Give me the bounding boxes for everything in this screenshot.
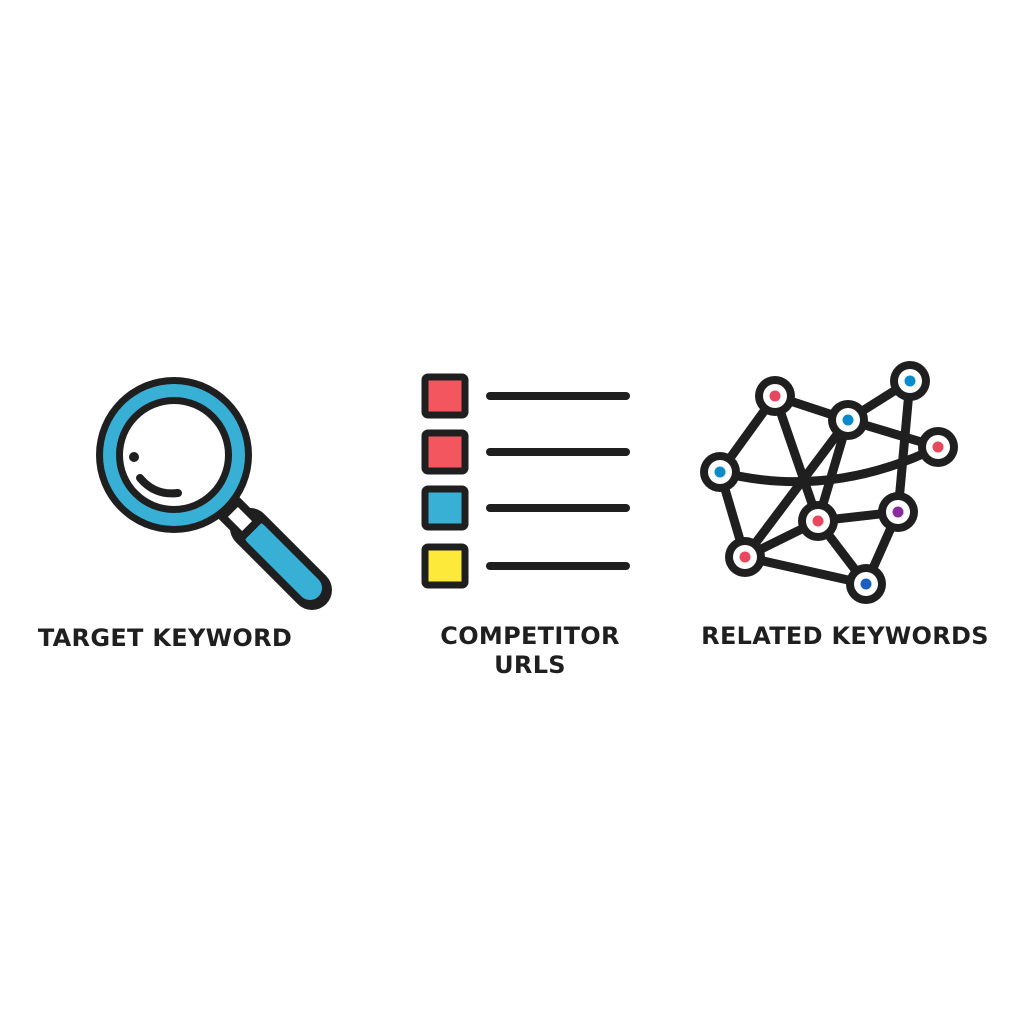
target-keyword-label: TARGET KEYWORD bbox=[37, 624, 293, 652]
network-node bbox=[918, 427, 958, 467]
network-node bbox=[700, 452, 740, 492]
network-node bbox=[878, 492, 918, 532]
related-keywords-label: RELATED KEYWORDS bbox=[701, 622, 989, 650]
network-node bbox=[798, 501, 838, 541]
swatch-red bbox=[421, 373, 469, 419]
network-node bbox=[725, 537, 765, 577]
network-icon bbox=[700, 361, 958, 604]
competitor-urls-label: COMPETITOR URLS bbox=[410, 622, 650, 680]
network-edge bbox=[741, 417, 852, 560]
network-edge bbox=[744, 552, 867, 589]
competitor-label-line2: URLS bbox=[494, 651, 566, 679]
swatch-yellow bbox=[421, 543, 469, 589]
network-node bbox=[755, 376, 795, 416]
network-node bbox=[890, 361, 930, 401]
list-row bbox=[421, 373, 630, 419]
network-node bbox=[846, 564, 886, 604]
swatch-blue bbox=[421, 485, 469, 531]
network-node bbox=[828, 400, 868, 440]
list-row bbox=[421, 485, 630, 531]
list-row bbox=[421, 543, 630, 589]
list-icon bbox=[421, 373, 630, 589]
magnifier-icon bbox=[96, 377, 332, 610]
swatch-red bbox=[421, 429, 469, 475]
network-edge bbox=[770, 394, 823, 523]
network-edge bbox=[893, 380, 915, 513]
competitor-label-line1: COMPETITOR bbox=[440, 622, 620, 650]
list-row bbox=[421, 429, 630, 475]
